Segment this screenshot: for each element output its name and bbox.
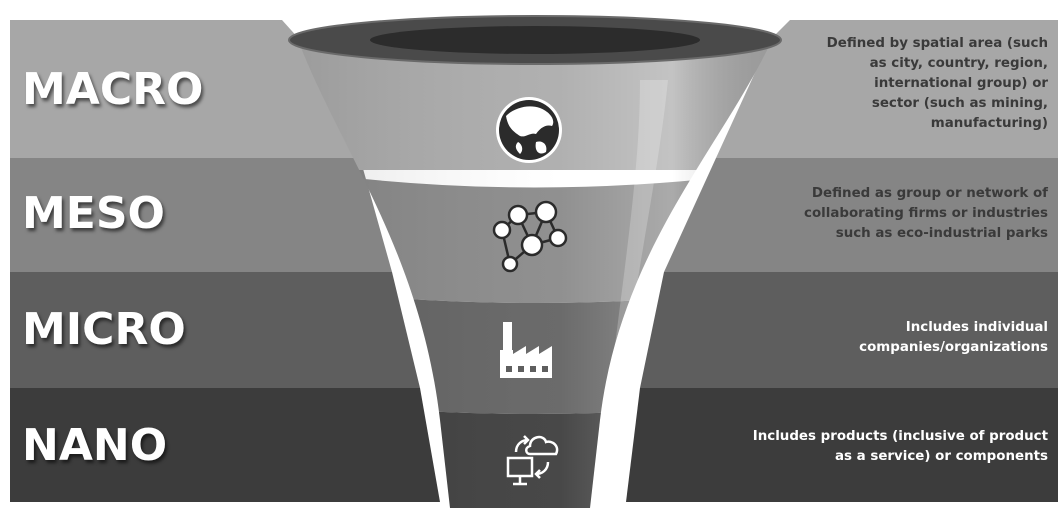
- description-meso: Defined as group or network of collabora…: [804, 186, 1048, 241]
- band-micro-left: [10, 272, 420, 388]
- description-nano: Includes products (inclusive of product …: [752, 429, 1048, 464]
- cloud-computer-icon: [506, 435, 559, 486]
- level-label-micro: MICRO: [22, 304, 186, 355]
- band-micro-right: [640, 272, 1058, 388]
- band-meso-right: [664, 158, 1058, 272]
- band-meso-left: [10, 158, 392, 272]
- level-label-macro: MACRO: [22, 64, 204, 115]
- band-macro-right: [716, 20, 1058, 158]
- band-macro-left: [10, 20, 360, 158]
- level-label-meso: MESO: [22, 188, 165, 239]
- level-label-nano: NANO: [22, 420, 168, 471]
- network-icon: [492, 200, 568, 273]
- band-nano-right: [626, 388, 1058, 502]
- description-macro: Defined by spatial area (such as city, c…: [826, 36, 1048, 131]
- description-micro: Includes individual companies/organizati…: [859, 320, 1048, 355]
- band-nano-left: [10, 388, 440, 502]
- factory-icon: [500, 322, 552, 378]
- globe-icon: [496, 97, 562, 163]
